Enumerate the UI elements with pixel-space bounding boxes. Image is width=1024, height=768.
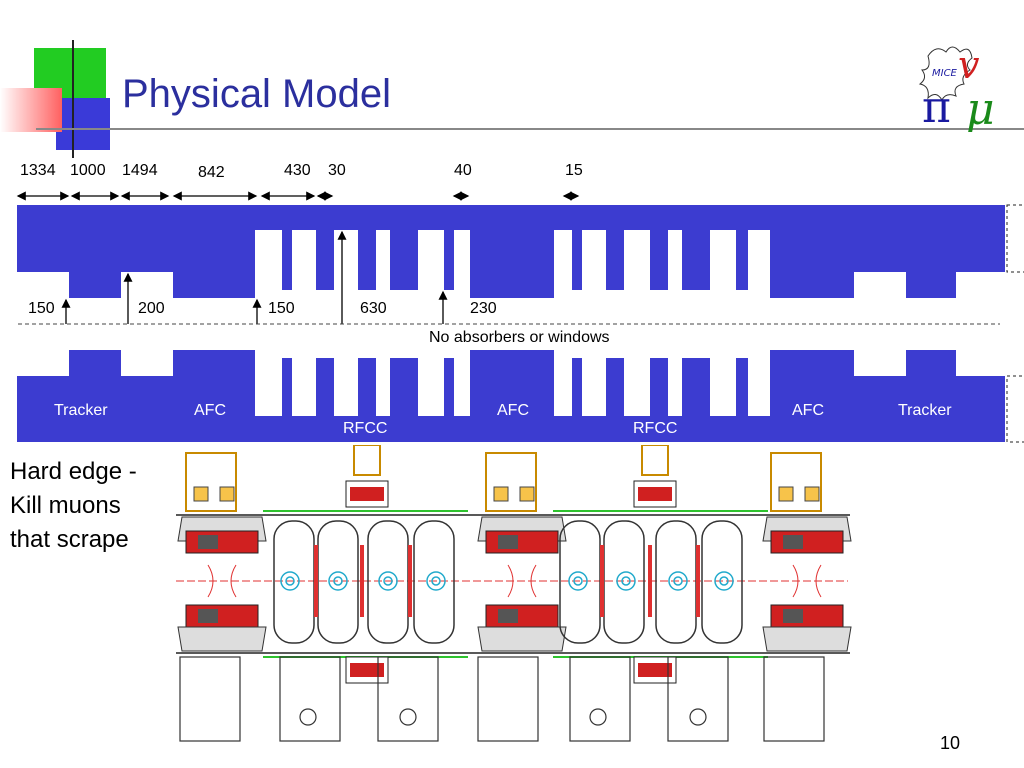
side-note-line-2: Kill muons — [10, 492, 121, 519]
label-afc-3: AFC — [792, 402, 824, 419]
logo-text: MICE — [932, 68, 958, 79]
length-label-430: 430 — [284, 162, 311, 179]
mice-logo: v π μ MICE — [918, 36, 1018, 132]
label-tracker-right: Tracker — [898, 402, 952, 419]
cooling-channel-drawing — [176, 445, 852, 742]
page-number: 10 — [940, 733, 961, 753]
decor-blue-square — [56, 98, 110, 150]
label-afc-2: AFC — [497, 402, 529, 419]
label-afc-1: AFC — [194, 402, 226, 419]
length-label-30: 30 — [328, 162, 346, 179]
side-note-line-1: Hard edge - — [10, 458, 137, 485]
length-label-150-a: 150 — [28, 300, 55, 317]
length-label-1494: 1494 — [122, 162, 158, 179]
svg-text:μ: μ — [966, 84, 995, 132]
label-tracker-left: Tracker — [54, 402, 108, 419]
length-label-630: 630 — [360, 300, 387, 317]
decor-horizontal-line — [36, 128, 1024, 130]
decor-vertical-line — [72, 40, 74, 158]
page-title: Physical Model — [122, 72, 392, 116]
svg-text:v: v — [958, 43, 980, 87]
label-rfcc-1: RFCC — [343, 420, 388, 437]
length-label-150-b: 150 — [268, 300, 295, 317]
length-label-40: 40 — [454, 162, 472, 179]
length-label-200: 200 — [138, 300, 165, 317]
length-label-1334: 1334 — [20, 162, 56, 179]
side-note: Hard edge - Kill muons that scrape — [10, 455, 137, 557]
decor-red-square — [0, 88, 62, 132]
side-note-line-3: that scrape — [10, 526, 129, 553]
length-label-15: 15 — [565, 162, 583, 179]
length-label-1000: 1000 — [70, 162, 106, 179]
length-label-230: 230 — [470, 300, 497, 317]
label-rfcc-2: RFCC — [633, 420, 678, 437]
svg-text:π: π — [922, 82, 951, 132]
center-note: No absorbers or windows — [429, 329, 610, 346]
length-label-842: 842 — [198, 164, 225, 181]
